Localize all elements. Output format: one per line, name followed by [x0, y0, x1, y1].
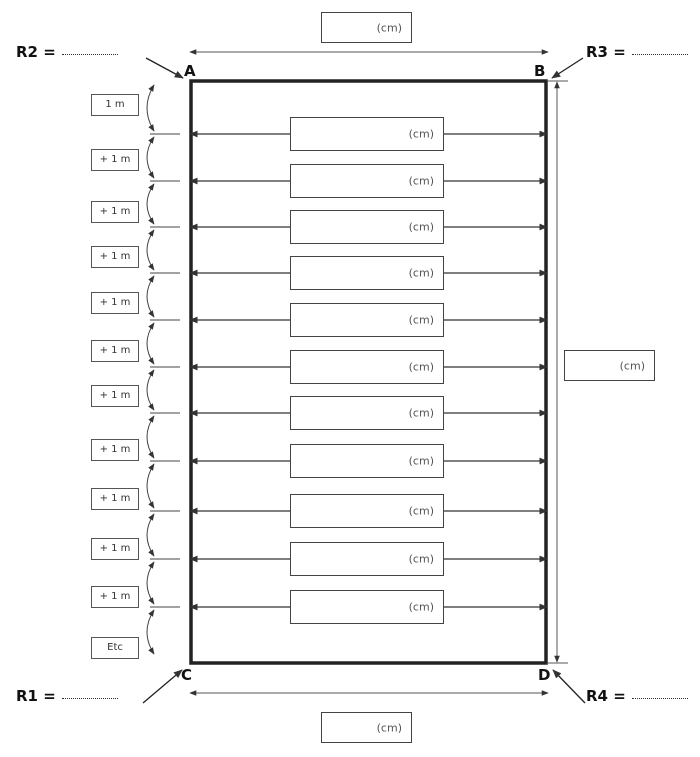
interval-label: + 1 m — [91, 149, 139, 171]
row-width-box: (cm) — [290, 350, 444, 384]
interval-curved-arrow — [146, 136, 155, 179]
r4-label: R4 = — [586, 687, 688, 705]
interval-label: + 1 m — [91, 246, 139, 268]
corner-c-label: C — [181, 666, 193, 684]
interval-curved-arrow — [146, 513, 155, 557]
interval-curved-arrow — [146, 463, 155, 509]
row-width-box: (cm) — [290, 210, 444, 244]
interval-label: + 1 m — [91, 439, 139, 461]
unit-label: (cm) — [408, 220, 434, 234]
row-width-box: (cm) — [290, 256, 444, 290]
interval-curved-arrow — [146, 275, 155, 318]
interval-label: 1 m — [91, 94, 139, 116]
interval-label: + 1 m — [91, 385, 139, 407]
unit-label: (cm) — [408, 127, 434, 141]
r1-label: R1 = — [16, 687, 118, 705]
interval-curved-arrow — [146, 322, 155, 365]
interval-label: + 1 m — [91, 340, 139, 362]
interval-curved-arrow — [146, 369, 155, 411]
bottom-width-box: (cm) — [321, 712, 412, 743]
unit-label: (cm) — [408, 552, 434, 566]
r3-label: R3 = — [586, 43, 688, 61]
field-rectangle — [189, 79, 548, 665]
top-width-box: (cm) — [321, 12, 412, 43]
unit-label: (cm) — [408, 600, 434, 614]
unit-label: (cm) — [408, 406, 434, 420]
row-width-box: (cm) — [290, 396, 444, 430]
corner-d-label: D — [538, 666, 551, 684]
interval-curved-arrow — [146, 609, 155, 655]
interval-curved-arrow — [146, 415, 155, 459]
interval-label: Etc — [91, 637, 139, 659]
interval-label: + 1 m — [91, 586, 139, 608]
interval-label: + 1 m — [91, 488, 139, 510]
interval-curved-arrow — [146, 561, 155, 605]
unit-label: (cm) — [408, 360, 434, 374]
unit-label: (cm) — [408, 313, 434, 327]
row-width-box: (cm) — [290, 444, 444, 478]
height-box: (cm) — [564, 350, 655, 381]
r4-text: R4 = — [586, 687, 626, 705]
unit-label: (cm) — [408, 504, 434, 518]
r2-label: R2 = — [16, 43, 118, 61]
unit-label: (cm) — [376, 21, 402, 34]
r2-text: R2 = — [16, 43, 56, 61]
interval-label: + 1 m — [91, 292, 139, 314]
r1-text: R1 = — [16, 687, 56, 705]
unit-label: (cm) — [408, 266, 434, 280]
unit-label: (cm) — [619, 359, 645, 372]
interval-curved-arrow — [146, 84, 155, 132]
unit-label: (cm) — [376, 721, 402, 734]
r1-blank-line — [61, 697, 118, 699]
r2-blank-line — [61, 53, 118, 55]
row-width-box: (cm) — [290, 303, 444, 337]
interval-label: + 1 m — [91, 538, 139, 560]
unit-label: (cm) — [408, 454, 434, 468]
interval-curved-arrow — [146, 229, 155, 271]
r4-blank-line — [631, 697, 688, 699]
r2-pointer-arrow — [145, 57, 184, 79]
interval-curved-arrow — [146, 183, 155, 225]
corner-b-label: B — [534, 62, 546, 80]
row-width-box: (cm) — [290, 164, 444, 198]
r3-text: R3 = — [586, 43, 626, 61]
row-width-box: (cm) — [290, 494, 444, 528]
row-width-box: (cm) — [290, 590, 444, 624]
r3-blank-line — [631, 53, 688, 55]
row-width-box: (cm) — [290, 542, 444, 576]
r3-pointer-arrow — [551, 57, 584, 79]
row-width-box: (cm) — [290, 117, 444, 151]
corner-a-label: A — [184, 62, 196, 80]
interval-label: + 1 m — [91, 201, 139, 223]
unit-label: (cm) — [408, 174, 434, 188]
r1-pointer-arrow — [142, 669, 183, 704]
r4-pointer-arrow — [552, 669, 586, 704]
